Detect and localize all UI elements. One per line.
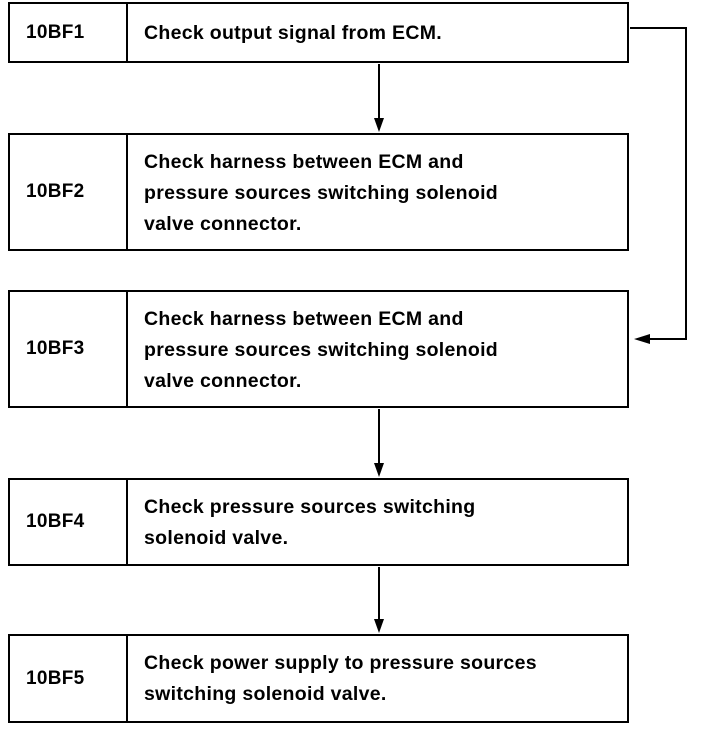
- arrow-10bf4-to-10bf5: [374, 567, 384, 633]
- step-code: 10BF5: [10, 636, 128, 721]
- step-code: 10BF3: [10, 292, 128, 406]
- arrow-10bf3-to-10bf4: [374, 409, 384, 477]
- step-box-10bf2: 10BF2 Check harness between ECM and pres…: [8, 133, 629, 251]
- step-box-10bf4: 10BF4 Check pressure sources switching s…: [8, 478, 629, 566]
- step-code: 10BF1: [10, 4, 128, 61]
- arrow-10bf1-to-10bf2: [374, 64, 384, 132]
- step-description: Check pressure sources switching solenoi…: [144, 496, 476, 549]
- step-description: Check harness between ECM and pressure s…: [144, 308, 499, 392]
- step-description: Check harness between ECM and pressure s…: [144, 151, 499, 235]
- step-box-10bf5: 10BF5 Check power supply to pressure sou…: [8, 634, 629, 723]
- step-code: 10BF4: [10, 480, 128, 564]
- step-box-10bf3: 10BF3 Check harness between ECM and pres…: [8, 290, 629, 408]
- step-code: 10BF2: [10, 135, 128, 249]
- step-box-10bf1: 10BF1 Check output signal from ECM.: [8, 2, 629, 63]
- step-description: Check output signal from ECM.: [144, 22, 442, 44]
- arrow-10bf1-to-10bf3: [630, 27, 687, 344]
- step-description: Check power supply to pressure sources s…: [144, 652, 537, 705]
